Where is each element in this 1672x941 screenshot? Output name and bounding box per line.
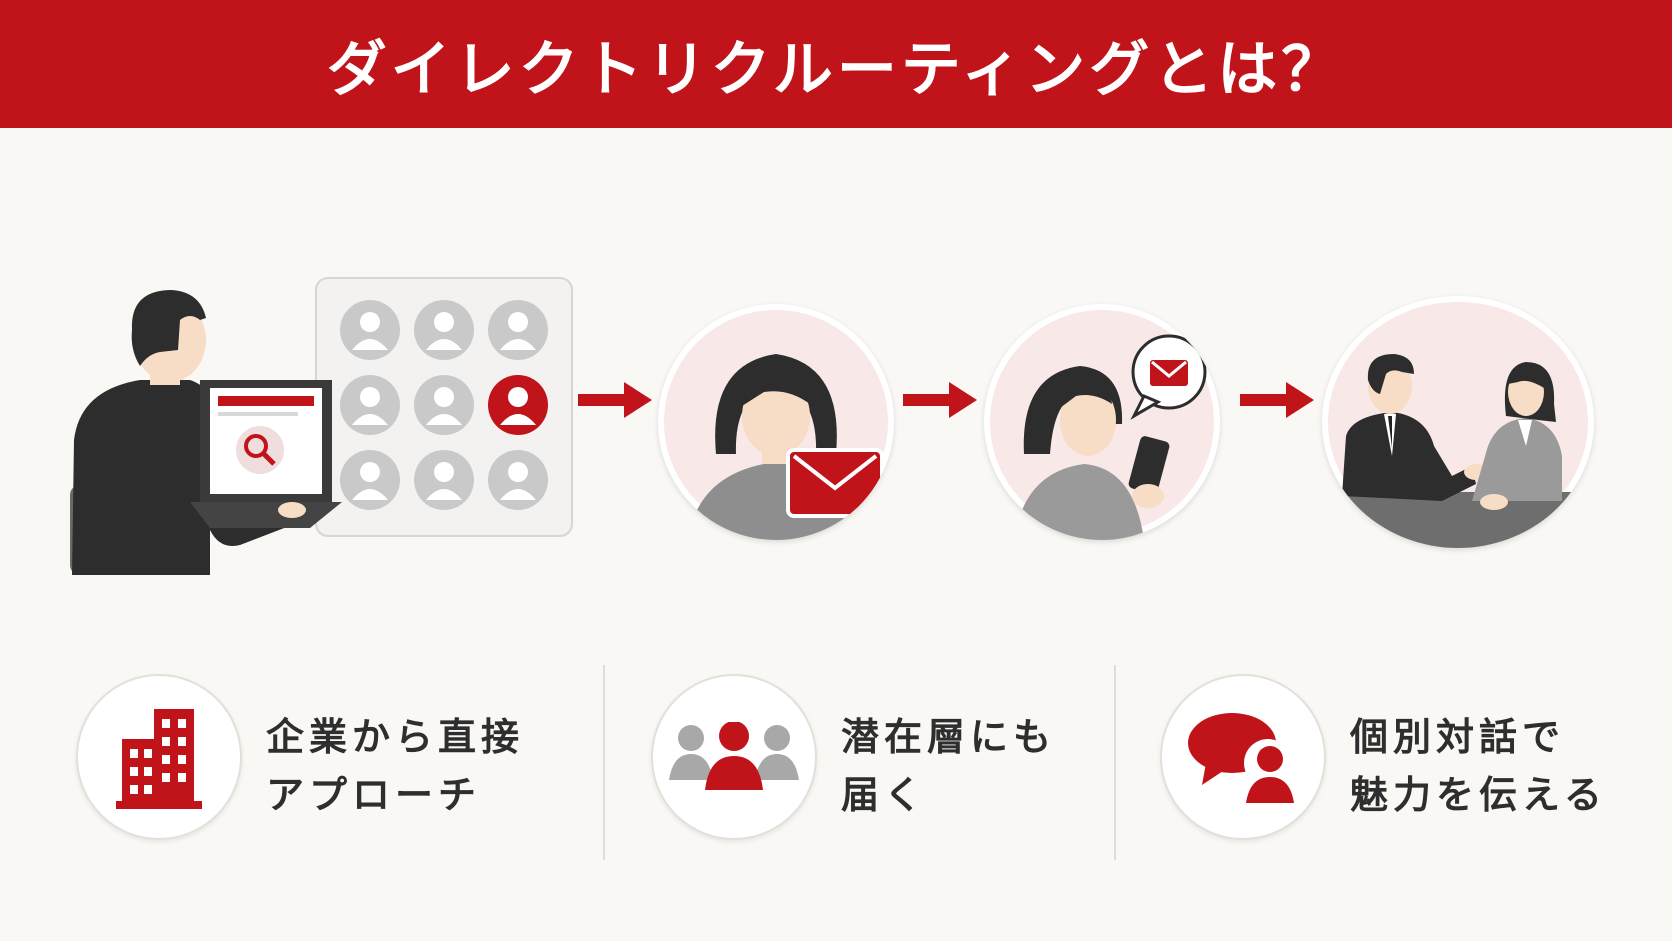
feature-label-line1: 企業から直接 — [266, 715, 525, 759]
feature-latent-talent: 潜在層にも 届く — [651, 674, 1111, 844]
candidate-phone-circle — [984, 304, 1220, 540]
chat-person-icon — [1160, 674, 1326, 840]
arrow-right-icon — [1240, 382, 1314, 418]
recruiter-search-scene — [60, 270, 580, 580]
feature-label-line2: 届く — [841, 773, 928, 817]
feature-label-line2: アプローチ — [266, 773, 482, 817]
page-title: ダイレクトリクルーティングとは？ — [326, 34, 1346, 105]
divider — [1114, 665, 1116, 860]
arrow-right-icon — [578, 382, 652, 418]
feature-label: 企業から直接 アプローチ — [266, 708, 524, 824]
feature-label: 個別対話で 魅力を伝える — [1350, 708, 1607, 824]
building-icon — [76, 674, 242, 840]
feature-label-line2: 魅力を伝える — [1350, 773, 1607, 817]
feature-individual-dialogue: 個別対話で 魅力を伝える — [1160, 674, 1660, 844]
header-banner: ダイレクトリクルーティングとは？ — [0, 0, 1672, 128]
feature-direct-approach: 企業から直接 アプローチ — [76, 674, 596, 844]
candidate-reads-phone-icon — [990, 310, 1214, 540]
group-icon — [651, 674, 817, 840]
feature-label-line1: 個別対話で — [1350, 715, 1566, 759]
recruiter-searching-icon — [70, 277, 573, 575]
candidate-mail-circle — [658, 304, 894, 540]
arrow-right-icon — [903, 382, 977, 418]
candidate-receives-mail-icon — [664, 310, 888, 540]
feature-label-line1: 潜在層にも — [841, 715, 1057, 759]
divider — [603, 665, 605, 860]
interview-meeting-circle — [1322, 296, 1594, 548]
feature-label: 潜在層にも 届く — [841, 708, 1056, 824]
interview-meeting-icon — [1322, 302, 1594, 548]
process-flow — [0, 270, 1672, 590]
